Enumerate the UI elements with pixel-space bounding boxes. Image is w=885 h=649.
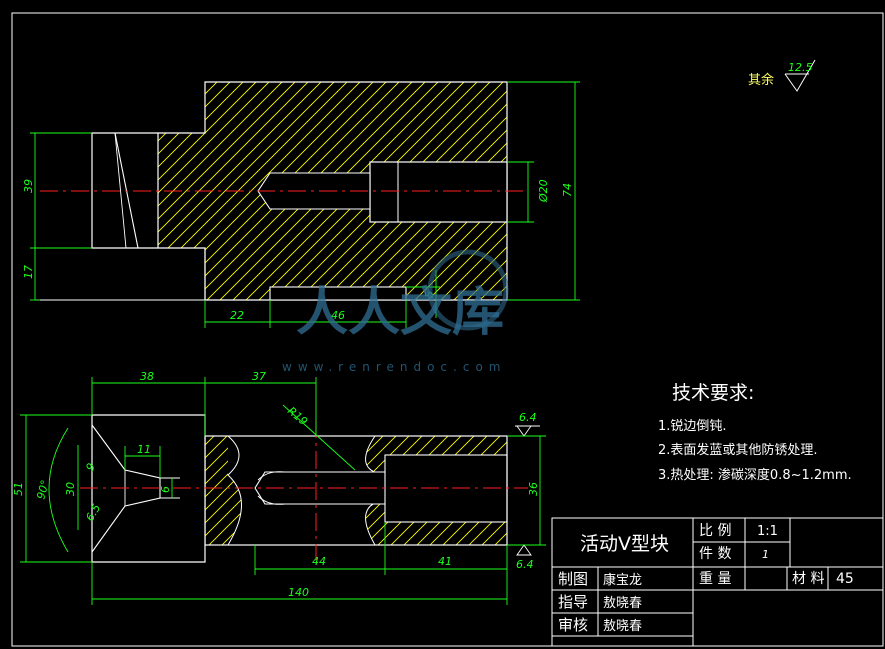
roughness-label: 其余 bbox=[748, 72, 774, 88]
tech-item-3: 3.热处理: 渗碳深度0.8~1.2mm. bbox=[658, 467, 852, 483]
tech-item-2: 2.表面发蓝或其他防锈处理. bbox=[658, 442, 818, 458]
drawn-label: 制图 bbox=[558, 570, 588, 588]
drawn-name: 康宝龙 bbox=[603, 572, 642, 588]
dim-38: 38 bbox=[140, 370, 154, 383]
dim-36: 36 bbox=[527, 482, 540, 496]
check-name: 敖晓春 bbox=[603, 618, 642, 634]
bore-outline bbox=[369, 161, 508, 223]
bottom-groove bbox=[269, 286, 407, 301]
watermark-url: www.renrendoc.com bbox=[282, 360, 506, 374]
dim-39: 39 bbox=[22, 179, 35, 193]
lower-plate bbox=[35, 247, 206, 301]
guide-label: 指导 bbox=[558, 593, 588, 611]
title-block bbox=[551, 517, 884, 647]
dim-6-4-top: 6.4 bbox=[519, 411, 537, 424]
qty-label: 件 数 bbox=[699, 546, 731, 562]
dim-17: 17 bbox=[22, 265, 35, 279]
roughness-value: 12.5 bbox=[788, 61, 813, 74]
scale-value: 1:1 bbox=[757, 524, 778, 539]
section-view: 39 17 74 Ø20 22 46 5 bbox=[22, 81, 580, 328]
material-value: 45 bbox=[836, 571, 854, 587]
front-view: 38 37 R19 6.4 6.4 51 90° 30 11 9 6 6.5 bbox=[12, 370, 546, 605]
dim-6: 6 bbox=[159, 486, 172, 493]
watermark-text: 人人文库 bbox=[296, 283, 504, 343]
dim-22: 22 bbox=[230, 309, 244, 322]
dim-140: 140 bbox=[288, 586, 309, 599]
dim-46: 46 bbox=[331, 309, 345, 322]
drawing-frame bbox=[11, 12, 884, 647]
part-name: 活动V型块 bbox=[580, 533, 669, 555]
roughness-note: 其余 12.5 bbox=[748, 59, 816, 92]
guide-name: 敖晓春 bbox=[603, 595, 642, 611]
tech-item-1: 1.锐边倒钝. bbox=[658, 419, 727, 434]
drill-hole bbox=[257, 172, 371, 210]
dim-11: 11 bbox=[137, 443, 151, 456]
dim-30: 30 bbox=[64, 482, 77, 496]
dim-90deg: 90° bbox=[34, 479, 52, 501]
dim-37: 37 bbox=[252, 370, 266, 383]
watermark: 人人文库 www.renrendoc.com bbox=[282, 249, 509, 374]
qty-value: 1 bbox=[762, 548, 769, 561]
scale-label: 比 例 bbox=[699, 523, 731, 539]
dim-51: 51 bbox=[12, 482, 25, 496]
tech-requirements: 技术要求: 1.锐边倒钝. 2.表面发蓝或其他防锈处理. 3.热处理: 渗碳深度… bbox=[658, 382, 852, 483]
weight-label: 重 量 bbox=[699, 571, 731, 587]
dim-6-4-bottom: 6.4 bbox=[516, 558, 534, 571]
dim-74: 74 bbox=[561, 183, 574, 197]
tech-title: 技术要求: bbox=[672, 382, 754, 404]
dim-r19: R19 bbox=[285, 404, 310, 428]
check-label: 审核 bbox=[558, 616, 588, 634]
dim-dia20: Ø20 bbox=[537, 179, 550, 203]
material-label: 材 料 bbox=[792, 571, 824, 587]
dim-41: 41 bbox=[438, 555, 452, 568]
dim-44: 44 bbox=[312, 555, 326, 568]
